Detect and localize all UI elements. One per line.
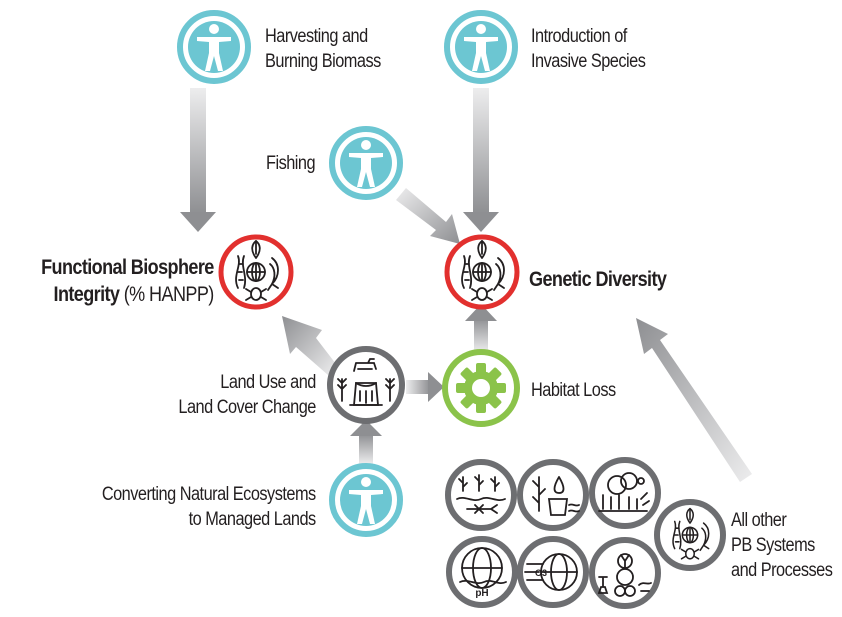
habitat-label: Habitat Loss — [531, 380, 616, 401]
harvesting-node — [177, 10, 251, 84]
forest-node — [589, 457, 661, 529]
arrow-invasive-to-genetic — [463, 88, 499, 232]
genetic-label: Genetic Diversity — [529, 268, 667, 291]
habitat-node — [442, 349, 520, 427]
land-use-label: Land Use and Land Cover Change — [178, 372, 317, 418]
ocean-acidification-node — [446, 536, 518, 608]
gear-icon — [456, 363, 506, 413]
genetic-node — [444, 234, 520, 310]
freshwater-node — [445, 459, 517, 531]
converting-node — [329, 463, 403, 537]
converting-label: Converting Natural Ecosystems to Managed… — [102, 484, 316, 530]
arrow-fishing-to-genetic — [396, 188, 460, 244]
ozone-label: O3 — [535, 568, 547, 578]
arrow-other-to-genetic — [636, 318, 752, 482]
land-use-icon — [337, 358, 395, 406]
novel-entities-node — [589, 537, 661, 609]
ph-label: pH — [475, 588, 488, 599]
biosphere-other-node — [654, 499, 726, 571]
other-pb-label: All other PB Systems and Processes — [731, 510, 833, 581]
arrow-converting-to-landuse — [350, 420, 382, 464]
invasive-label: Introduction of Invasive Species — [531, 26, 646, 72]
invasive-node — [444, 10, 518, 84]
arrow-habitat-to-genetic — [465, 304, 497, 352]
fishing-label: Fishing — [265, 153, 316, 174]
arrow-landuse-to-functional — [282, 316, 336, 375]
ozone-node — [517, 536, 589, 608]
water-cycle-node — [517, 459, 589, 531]
functional-label: Functional Biosphere Integrity (% HANPP) — [41, 256, 214, 306]
other-pb-cluster — [445, 457, 726, 609]
functional-node — [218, 234, 294, 310]
land-use-node — [327, 346, 405, 424]
harvesting-label: Harvesting and Burning Biomass — [265, 26, 381, 72]
arrow-landuse-to-habitat — [406, 372, 444, 402]
fishing-node — [329, 126, 403, 200]
arrow-harvesting-to-functional — [180, 88, 216, 232]
